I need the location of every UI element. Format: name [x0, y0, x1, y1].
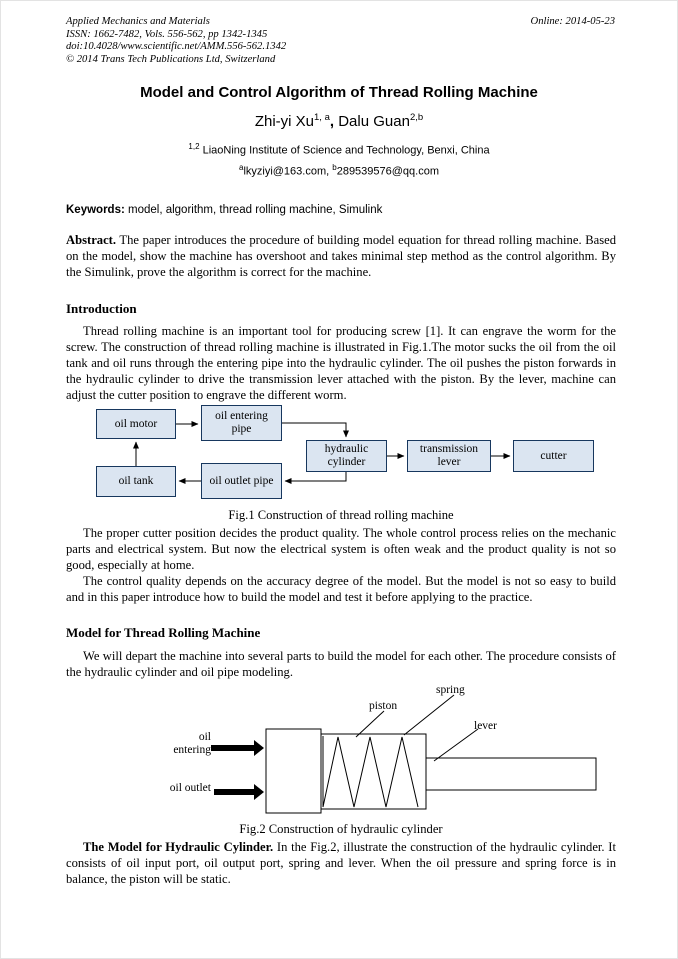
fig1-box-transmission-lever: transmission lever — [407, 440, 491, 472]
online-date: Online: 2014-05-23 — [530, 16, 615, 27]
authors-separator: , — [329, 113, 339, 130]
fig2-label-piston: piston — [369, 700, 398, 712]
fig1-box-hydraulic-cylinder: hydraulic cylinder — [306, 440, 387, 472]
author-2-sup: 2,b — [409, 112, 424, 123]
journal-issn: ISSN: 1662-7482, Vols. 556-562, pp 1342-… — [66, 28, 268, 40]
affiliation-line: 1,2 LiaoNing Institute of Science and Te… — [1, 142, 677, 157]
intro-paragraph-3: The control quality depends on the accur… — [66, 574, 616, 604]
heading-model: Model for Thread Rolling Machine — [66, 625, 261, 640]
journal-doi: doi:10.4028/www.scientific.net/AMM.556-5… — [66, 41, 287, 52]
journal-header: Applied Mechanics and Materials ISSN: 16… — [66, 16, 615, 66]
keywords-label: Keywords: — [66, 204, 125, 216]
keywords-line: Keywords: model, algorithm, thread rolli… — [66, 204, 616, 216]
fig2-label-oil-outlet: oil outlet — [169, 782, 211, 794]
fig1-box-oil-entering-pipe: oil entering pipe — [201, 405, 282, 441]
fig1-box-cutter: cutter — [513, 440, 594, 472]
heading-introduction: Introduction — [66, 301, 137, 316]
fig2-leader-spring — [403, 694, 455, 736]
intro-paragraph-2: The proper cutter position decides the p… — [66, 526, 616, 572]
arrow-entering-pipe-to-cylinder — [282, 422, 349, 438]
figure-1: oil motor oil entering pipe hydraulic cy… — [66, 403, 616, 505]
author-2: Dalu Guan — [338, 113, 410, 130]
abstract-text: The paper introduces the procedure of bu… — [66, 233, 616, 279]
fig1-box-oil-outlet-pipe: oil outlet pipe — [201, 463, 282, 499]
paper-title: Model and Control Algorithm of Thread Ro… — [140, 84, 538, 101]
email-a-sup: a — [238, 163, 244, 172]
arrow-cylinder-to-outlet-pipe — [284, 472, 347, 484]
fig2-label-lever: lever — [474, 720, 497, 732]
fig1-arrows — [133, 421, 511, 484]
fig1-caption: Fig.1 Construction of thread rolling mac… — [228, 508, 454, 522]
author-1: Zhi-yi Xu — [254, 113, 315, 130]
fig2-oil-chamber — [265, 728, 322, 814]
authors-line: Zhi-yi Xu1, a, Dalu Guan2,b — [1, 112, 677, 130]
fig2-drawing — [211, 694, 597, 814]
model-paragraph-2-rest: In the Fig.2, illustrate the constructio… — [66, 840, 616, 886]
fig2-oil-entering-arrow — [211, 740, 264, 756]
affiliation-sup: 1,2 — [188, 142, 200, 151]
model-paragraph-2-lead: The Model for Hydraulic Cylinder. — [83, 840, 274, 854]
fig2-spring-zigzag — [322, 736, 419, 808]
fig2-cylinder-parts — [265, 694, 597, 814]
fig1-flow-arrows — [133, 421, 511, 484]
model-paragraph-1: We will depart the machine into several … — [66, 649, 616, 679]
fig2-label-spring: spring — [436, 684, 465, 696]
email-a: lkyziyi@163.com, — [243, 165, 333, 178]
affiliation-text: LiaoNing Institute of Science and Techno… — [199, 144, 490, 157]
journal-copyright: © 2014 Trans Tech Publications Ltd, Swit… — [66, 53, 276, 65]
fig1-box-oil-motor: oil motor — [96, 409, 176, 439]
abstract: Abstract. The paper introduces the proce… — [66, 232, 616, 280]
fig2-leader-piston — [355, 710, 385, 738]
email-b: 289539576@qq.com — [336, 165, 440, 178]
fig1-box-oil-tank: oil tank — [96, 466, 176, 497]
fig2-oil-outlet-arrow — [214, 784, 264, 800]
intro-paragraph-1: Thread rolling machine is an important t… — [66, 324, 616, 402]
fig2-leader-lever — [433, 728, 479, 762]
emails-line: alkyziyi@163.com, b289539576@qq.com — [1, 163, 677, 178]
email-b-sup: b — [332, 163, 337, 172]
figure-2: spring piston lever oil entering oil out… — [66, 679, 616, 821]
fig2-caption: Fig.2 Construction of hydraulic cylinder — [239, 822, 443, 836]
keywords-text: model, algorithm, thread rolling machine… — [124, 204, 383, 216]
model-paragraph-2: The Model for Hydraulic Cylinder. In the… — [66, 839, 616, 887]
fig2-oil-arrows — [211, 740, 264, 800]
fig2-lever-bar — [425, 757, 597, 791]
author-1-sup: 1, a — [314, 112, 330, 123]
abstract-label: Abstract. — [66, 233, 117, 247]
fig2-label-oil-entering: oil entering — [173, 731, 211, 756]
journal-name: Applied Mechanics and Materials — [66, 16, 210, 27]
